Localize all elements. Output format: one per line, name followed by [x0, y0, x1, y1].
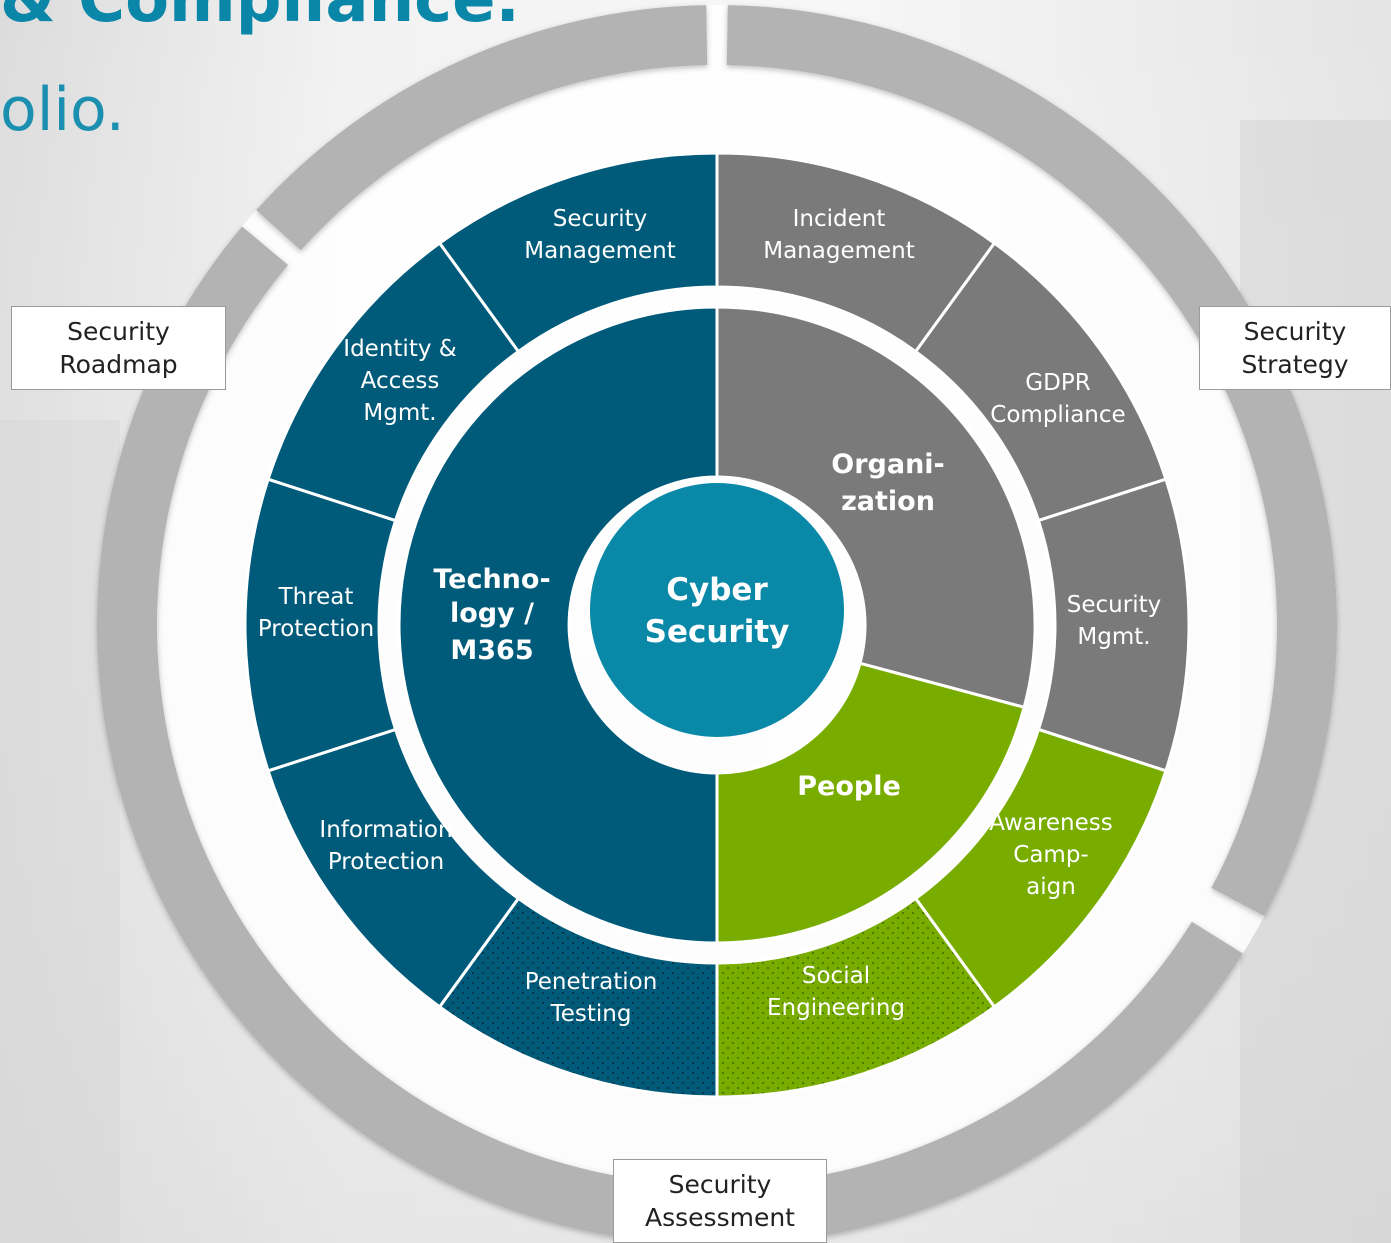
svg-text:Information: Information: [319, 817, 452, 843]
svg-text:zation: zation: [841, 486, 935, 517]
svg-text:Identity &: Identity &: [343, 336, 456, 362]
service-identity-access: [266, 241, 521, 523]
outer-ring-segment-strategy: [726, 5, 1337, 917]
service-ring: [243, 151, 1191, 1099]
svg-text:Incident: Incident: [793, 206, 886, 232]
awareness-campaign-label: Awareness Camp- aign: [989, 810, 1113, 900]
security-mgmt-label: Security Mgmt.: [1067, 592, 1161, 650]
information-protection-label: Information Protection: [319, 817, 452, 875]
svg-text:Cyber: Cyber: [666, 572, 768, 608]
svg-text:aign: aign: [1026, 874, 1076, 900]
svg-text:Security: Security: [553, 206, 647, 232]
social-engineering-label: Social Engineering: [767, 963, 905, 1021]
svg-text:GDPR: GDPR: [1025, 370, 1090, 396]
technology-pillar-label: Techno- logy / M365: [433, 564, 550, 666]
svg-text:Engineering: Engineering: [767, 995, 905, 1021]
svg-text:Management: Management: [763, 238, 915, 264]
penetration-testing-label: Penetration Testing: [525, 969, 658, 1027]
gdpr-compliance-label: GDPR Compliance: [990, 370, 1125, 428]
svg-text:Protection: Protection: [258, 616, 374, 642]
pillar-people: [715, 661, 1026, 945]
security-management-label: Security Management: [524, 206, 676, 264]
center-label-line1: Cyber: [666, 572, 768, 608]
svg-text:Compliance: Compliance: [990, 402, 1125, 428]
svg-text:Testing: Testing: [550, 1001, 632, 1027]
people-pillar-label: People: [797, 771, 901, 802]
center-label-line2: Security: [645, 614, 790, 650]
svg-text:Penetration: Penetration: [525, 969, 658, 995]
threat-protection-label: Threat Protection: [258, 584, 374, 642]
svg-text:Social: Social: [802, 963, 870, 989]
svg-text:Security: Security: [645, 614, 790, 650]
page-subtitle: olio.: [0, 75, 125, 145]
center-circle: [590, 483, 844, 737]
svg-text:logy /: logy /: [450, 598, 534, 629]
svg-text:Mgmt.: Mgmt.: [1077, 624, 1150, 650]
svg-text:Access: Access: [361, 368, 440, 394]
security-strategy-tag: Security Strategy: [1199, 306, 1391, 390]
svg-text:Protection: Protection: [328, 849, 444, 875]
pillar-ring: [397, 305, 1037, 945]
svg-text:Organi-: Organi-: [831, 449, 945, 480]
identity-access-label: Identity & Access Mgmt.: [343, 336, 456, 426]
svg-text:Threat: Threat: [278, 584, 354, 610]
organization-pillar-label: Organi- zation: [831, 449, 945, 517]
svg-text:Awareness: Awareness: [989, 810, 1113, 836]
svg-text:M365: M365: [450, 635, 533, 666]
incident-management-label: Incident Management: [763, 206, 915, 264]
pillar-organization: [715, 305, 1037, 710]
svg-text:Mgmt.: Mgmt.: [363, 400, 436, 426]
outer-ring-segment-roadmap: [256, 5, 708, 251]
svg-text:Security: Security: [1067, 592, 1161, 618]
svg-text:Techno-: Techno-: [433, 564, 550, 595]
svg-text:Camp-: Camp-: [1013, 842, 1088, 868]
svg-text:People: People: [797, 771, 901, 802]
page-title: & Compliance.: [0, 0, 520, 37]
pillar-technology: [397, 305, 719, 945]
svg-text:Management: Management: [524, 238, 676, 264]
security-roadmap-tag: Security Roadmap: [11, 306, 226, 390]
security-assessment-tag: Security Assessment: [613, 1159, 827, 1243]
